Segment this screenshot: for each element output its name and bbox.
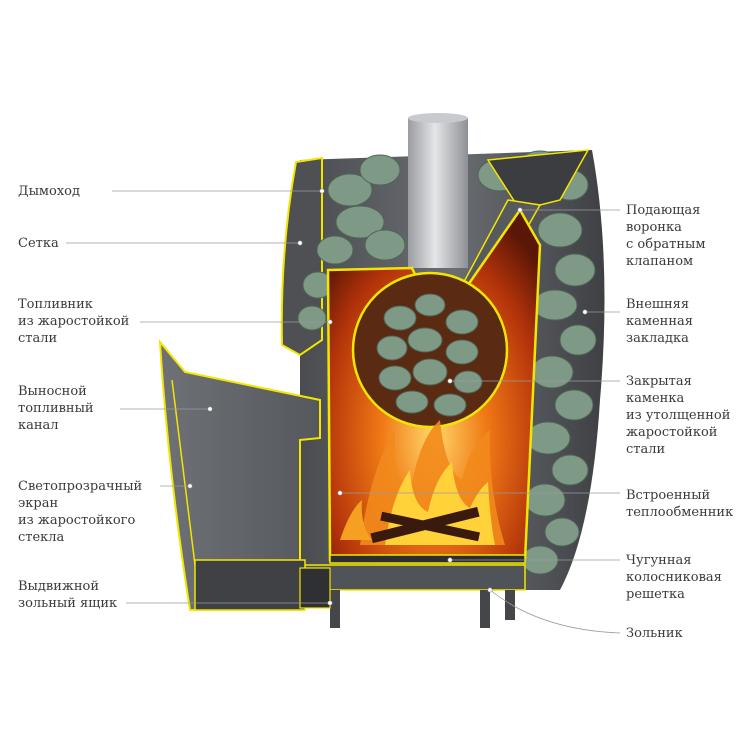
leader-lines-right xyxy=(340,209,621,634)
label-glass-screen: Светопрозрачный экран из жаростойкого ст… xyxy=(18,479,143,545)
label-ash-pit: Зольник xyxy=(626,626,683,641)
label-chimney: Дымоход xyxy=(18,184,81,199)
label-mesh: Сетка xyxy=(18,236,59,251)
label-ash-drawer: Выдвижной зольный ящик xyxy=(18,579,118,611)
label-closed-stone-chamber: Закрытая каменка из утолщенной жаростойк… xyxy=(626,374,731,457)
leader-dots xyxy=(187,188,588,606)
label-grate: Чугунная колосниковая решетка xyxy=(626,553,722,602)
cast-iron-grate xyxy=(329,554,526,564)
label-firebox: Топливник из жаростойкой стали xyxy=(18,297,130,346)
inner-stones xyxy=(376,293,483,417)
label-outer-stones: Внешняя каменная закладка xyxy=(626,297,693,346)
ash-pit xyxy=(299,564,526,591)
feed-funnel xyxy=(486,149,590,211)
label-feed-funnel: Подающая воронка с обратным клапаном xyxy=(626,203,706,269)
firewood xyxy=(370,506,480,544)
label-heat-exchanger: Встроенный теплообменник xyxy=(626,488,734,520)
chimney-pipe xyxy=(408,118,468,268)
ash-drawer xyxy=(194,559,306,611)
leader-lines-left xyxy=(66,190,330,604)
label-fuel-channel: Выносной топливный канал xyxy=(18,384,94,433)
